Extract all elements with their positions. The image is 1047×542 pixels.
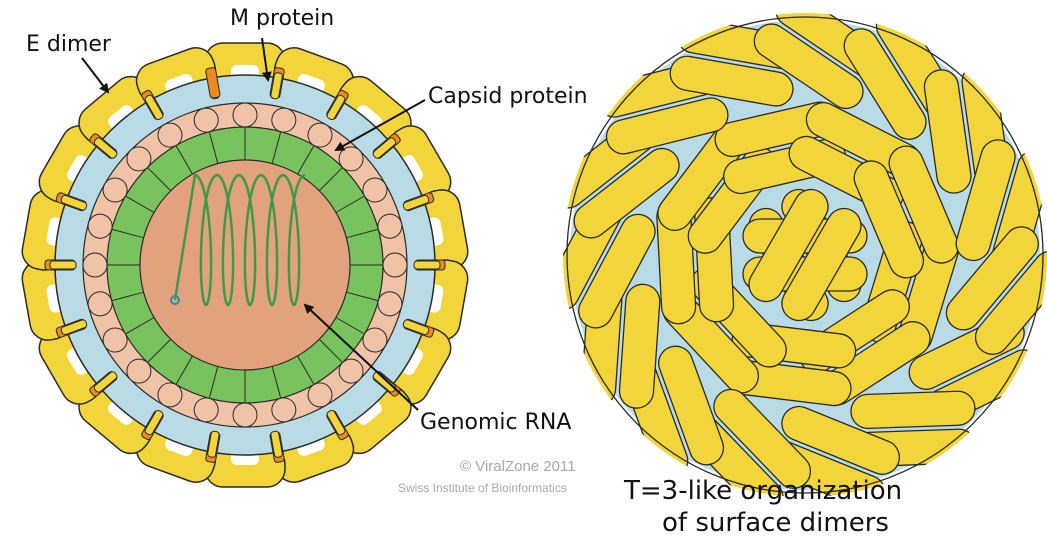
e-dimer-arrow (82, 58, 108, 92)
caption-line-1: T=3-like organization (624, 476, 902, 506)
capsid-bump (383, 253, 407, 277)
m-protein-label: M protein (230, 6, 334, 31)
credit-line-2: Swiss Institute of Bioinformatics (398, 481, 567, 495)
genomic-rna-label: Genomic RNA (420, 410, 571, 435)
caption-line-2: of surface dimers (662, 508, 889, 538)
e-stalk (50, 261, 76, 269)
dimer-monomer (850, 391, 975, 429)
credit-line-1: © ViralZone 2011 (460, 458, 576, 475)
e-stalk-shape (50, 261, 76, 269)
capsid-bump (83, 253, 107, 277)
virion-section (19, 43, 470, 488)
capsid-bump (233, 403, 257, 427)
e-stalk (414, 261, 440, 269)
capsid-bump (233, 103, 257, 127)
surface-dimer-view (539, 0, 1047, 522)
capsid-protein-label: Capsid protein (428, 84, 588, 109)
e-stalk-shape (414, 261, 440, 269)
e-dimer-label: E dimer (26, 32, 111, 57)
